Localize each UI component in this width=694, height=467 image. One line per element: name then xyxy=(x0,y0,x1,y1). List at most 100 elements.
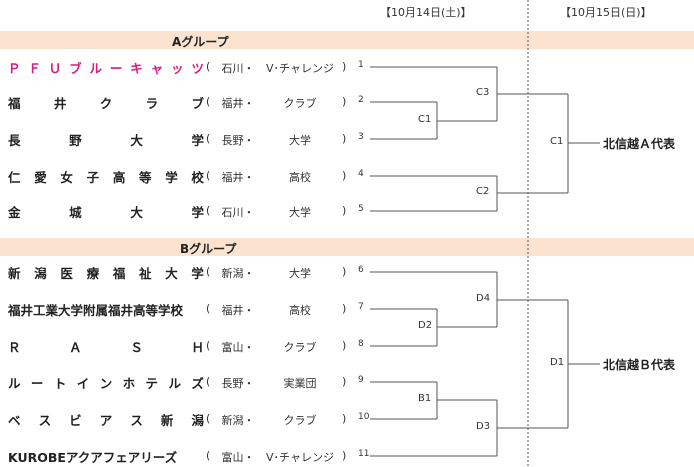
team-name-char: 大 xyxy=(165,266,178,281)
team-category: 大学 xyxy=(289,206,311,219)
team-name: KUROBEアクアフェアリーズ xyxy=(8,450,178,465)
team-name-char: 大 xyxy=(130,205,143,220)
group-b-label: Bグループ xyxy=(180,242,237,256)
team-name: 仁愛女子高等学校 xyxy=(8,167,204,186)
team-name-char: 学 xyxy=(165,170,178,185)
close-paren: ) xyxy=(342,449,347,462)
team-name-char: 井 xyxy=(53,96,67,111)
team-name-char: ク xyxy=(99,96,113,111)
team-name-char: 仁 xyxy=(8,170,21,185)
team-name-char: ー xyxy=(30,376,44,391)
match-label: C3 xyxy=(476,87,490,98)
team-category: 実業団 xyxy=(283,377,317,390)
team-category: V･チャレンジ xyxy=(266,451,334,464)
match-label: D1 xyxy=(550,357,565,368)
open-paren: ( xyxy=(206,339,211,352)
open-paren: ( xyxy=(206,375,211,388)
open-paren: ( xyxy=(206,60,211,73)
team-prefecture: 新潟・ xyxy=(221,414,255,427)
team-name-char: ス xyxy=(38,413,52,428)
open-paren: ( xyxy=(206,95,211,108)
team-prefecture: 富山・ xyxy=(221,451,255,464)
team-name-char: ー xyxy=(109,61,123,76)
team-name-char: 潟 xyxy=(34,266,47,281)
team-name: 福井クラブ xyxy=(8,93,204,112)
close-paren: ) xyxy=(342,204,347,217)
team-name-char: ズ xyxy=(191,376,204,391)
team-name-char: Ａ xyxy=(69,340,82,355)
team-name-char: キ xyxy=(130,61,143,76)
team-name-char: 新 xyxy=(8,266,21,281)
team-prefecture: 長野・ xyxy=(221,134,255,147)
team-name-char: ラ xyxy=(145,96,159,111)
team-name-char: 野 xyxy=(69,133,82,148)
team-prefecture: 富山・ xyxy=(221,341,255,354)
team-name: ルートインホテルズ xyxy=(8,373,204,392)
team-name-char: 福 xyxy=(8,96,21,111)
team-name-char: ブ xyxy=(191,96,204,111)
seed-number: 4 xyxy=(358,169,364,179)
open-paren: ( xyxy=(206,204,211,217)
team-prefecture: 新潟・ xyxy=(221,267,255,280)
match-label: C1 xyxy=(418,114,432,125)
team-name-char: 医 xyxy=(60,266,73,281)
seed-number: 2 xyxy=(358,95,364,105)
team-name-char: 祉 xyxy=(139,266,152,281)
team-name-char: 金 xyxy=(8,205,21,220)
match-label: D4 xyxy=(476,293,491,304)
team-name-char: ア xyxy=(99,413,113,428)
day2-date: 【10月15日(日)】 xyxy=(560,6,652,19)
close-paren: ) xyxy=(342,60,347,73)
seed-number: 6 xyxy=(358,265,364,275)
open-paren: ( xyxy=(206,132,211,145)
team-category: V･チャレンジ xyxy=(266,62,334,75)
team-prefecture: 石川・ xyxy=(221,62,255,75)
close-paren: ) xyxy=(342,412,347,425)
seed-number: 11 xyxy=(358,449,370,459)
team-category: 高校 xyxy=(289,171,311,184)
team-category: 高校 xyxy=(289,304,311,317)
close-paren: ) xyxy=(342,132,347,145)
seed-number: 9 xyxy=(358,375,364,385)
seed-number: 5 xyxy=(358,204,364,214)
group-b-bar xyxy=(0,238,694,256)
group-a-bar xyxy=(0,31,694,49)
team-name-char: Ｐ xyxy=(8,61,21,76)
match-label: B1 xyxy=(418,393,432,404)
team-prefecture: 長野・ xyxy=(221,377,255,390)
team-name-char: 福 xyxy=(112,266,126,281)
team-prefecture: 福井・ xyxy=(221,97,255,110)
open-paren: ( xyxy=(206,412,211,425)
team-prefecture: 福井・ xyxy=(221,304,255,317)
team-name-char: ル xyxy=(89,61,103,76)
team-name-char: ト xyxy=(53,376,67,391)
close-paren: ) xyxy=(342,169,347,182)
team-name-char: ス xyxy=(130,413,143,428)
team-name-char: Ｓ xyxy=(130,340,143,355)
team-category: 大学 xyxy=(289,134,311,147)
team-name-char: ビ xyxy=(69,413,82,428)
team-category: クラブ xyxy=(283,97,317,110)
team-name-char: 長 xyxy=(8,133,21,148)
open-paren: ( xyxy=(206,302,211,315)
open-paren: ( xyxy=(206,449,211,462)
match-label: C2 xyxy=(476,186,490,197)
team-name-char: ホ xyxy=(122,376,136,391)
team-category: 大学 xyxy=(289,267,311,280)
team-name-char: イ xyxy=(76,376,90,391)
representative-label: 北信越Ａ代表 xyxy=(603,137,676,151)
team-name-char: テ xyxy=(145,376,159,391)
group-a-label: Aグループ xyxy=(172,35,229,49)
team-name-char: ル xyxy=(8,376,21,391)
team-name-char: 等 xyxy=(139,170,152,185)
team-name-char: Ｈ xyxy=(191,340,204,355)
team-name-char: Ｆ xyxy=(28,61,41,76)
team-name: ベスビアス新潟 xyxy=(8,410,204,429)
team-category: クラブ xyxy=(283,341,317,354)
close-paren: ) xyxy=(342,95,347,108)
team-prefecture: 福井・ xyxy=(221,171,255,184)
team-name-char: 高 xyxy=(112,170,126,185)
